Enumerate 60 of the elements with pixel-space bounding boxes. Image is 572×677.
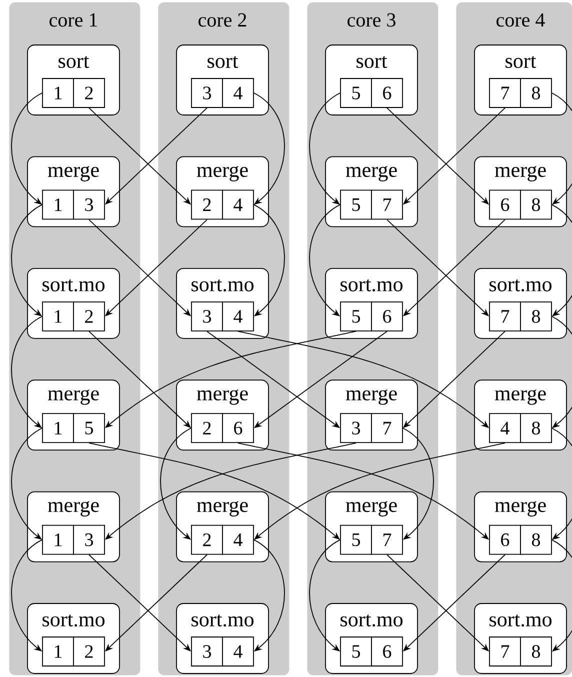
value-cell: 7 bbox=[371, 190, 403, 220]
value-cell: 3 bbox=[191, 636, 223, 666]
value-cell: 4 bbox=[222, 636, 254, 666]
value-cell: 1 bbox=[42, 301, 74, 332]
value-cell: 8 bbox=[520, 413, 552, 444]
value-cell: 4 bbox=[222, 301, 254, 332]
value-cell: 2 bbox=[191, 413, 223, 444]
value-cell: 8 bbox=[520, 524, 552, 555]
value-cell: 6 bbox=[489, 190, 521, 220]
value-cell: 1 bbox=[42, 524, 74, 555]
value-cell: 5 bbox=[340, 78, 372, 108]
value-cell: 3 bbox=[191, 78, 223, 108]
value-cell: 4 bbox=[222, 190, 254, 220]
value-cell: 6 bbox=[371, 301, 403, 332]
value-cell: 5 bbox=[340, 636, 372, 666]
value-cell: 3 bbox=[73, 190, 105, 220]
arrow bbox=[254, 204, 285, 316]
value-cell: 3 bbox=[340, 413, 372, 444]
value-cell: 6 bbox=[371, 636, 403, 666]
value-cell: 3 bbox=[73, 524, 105, 555]
value-cell: 5 bbox=[340, 524, 372, 555]
arrow bbox=[11, 204, 42, 316]
value-cell: 5 bbox=[340, 301, 372, 332]
value-cell: 2 bbox=[73, 78, 105, 108]
value-cell: 6 bbox=[371, 78, 403, 108]
value-cell: 3 bbox=[191, 301, 223, 332]
arrow bbox=[309, 204, 340, 316]
value-cell: 2 bbox=[191, 524, 223, 555]
value-cell: 1 bbox=[42, 190, 74, 220]
value-cell: 7 bbox=[489, 636, 521, 666]
value-cell: 4 bbox=[222, 78, 254, 108]
arrow bbox=[309, 539, 340, 652]
arrow bbox=[402, 428, 434, 540]
value-cell: 7 bbox=[371, 524, 403, 555]
value-cell: 8 bbox=[520, 636, 552, 666]
arrow bbox=[254, 539, 285, 652]
value-cell: 8 bbox=[520, 190, 552, 220]
value-cell: 6 bbox=[489, 524, 521, 555]
arrow bbox=[11, 428, 42, 540]
value-cell: 4 bbox=[489, 413, 521, 444]
value-cell: 5 bbox=[73, 413, 105, 444]
value-cell: 1 bbox=[42, 636, 74, 666]
value-cell: 4 bbox=[222, 524, 254, 555]
value-cell: 5 bbox=[340, 190, 372, 220]
value-cell: 8 bbox=[520, 78, 552, 108]
value-cell: 7 bbox=[489, 301, 521, 332]
value-cell: 6 bbox=[222, 413, 254, 444]
arrow bbox=[552, 428, 572, 540]
value-cell: 7 bbox=[489, 78, 521, 108]
value-cell: 8 bbox=[520, 301, 552, 332]
arrow bbox=[160, 428, 192, 540]
value-cell: 1 bbox=[42, 413, 74, 444]
arrow bbox=[552, 539, 572, 652]
value-cell: 7 bbox=[371, 413, 403, 444]
value-cell: 1 bbox=[42, 78, 74, 108]
arrow bbox=[552, 204, 572, 316]
value-cell: 2 bbox=[73, 636, 105, 666]
arrow bbox=[11, 539, 42, 652]
value-cell: 2 bbox=[191, 190, 223, 220]
value-cell: 2 bbox=[73, 301, 105, 332]
